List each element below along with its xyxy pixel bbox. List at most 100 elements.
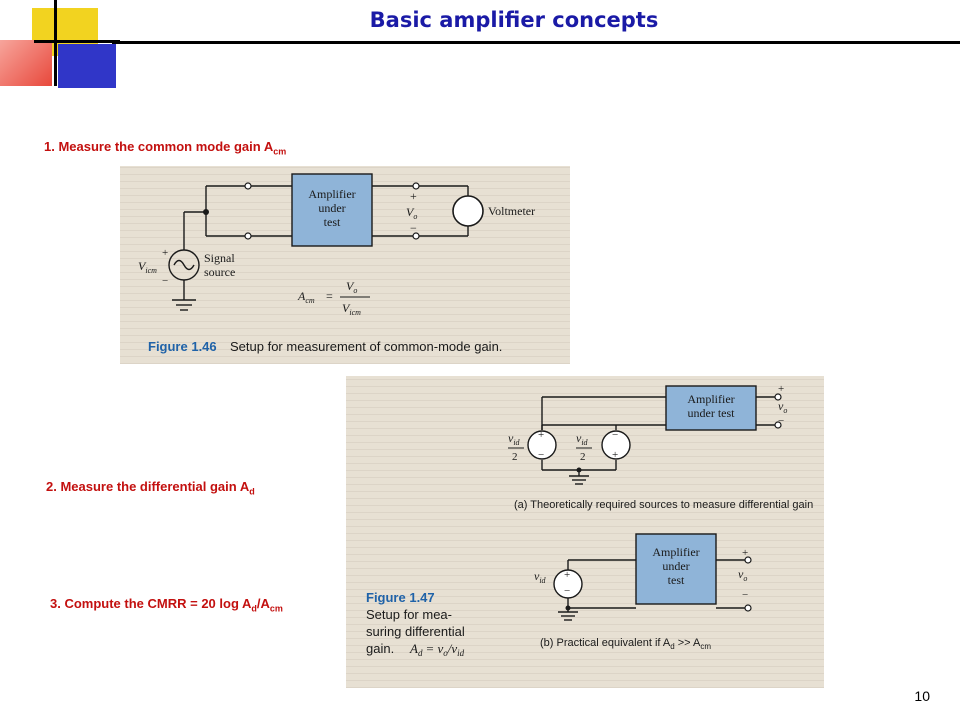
vid-a-v: v <box>508 431 514 445</box>
acm-equals: = <box>326 289 333 303</box>
vid-c-plus: + <box>564 569 570 581</box>
source-vid-b-icon <box>601 430 631 460</box>
src-plus: + <box>162 247 168 259</box>
vo-b-sub: o <box>743 574 747 583</box>
vo-sub: o <box>413 212 417 221</box>
vid-c-minus: − <box>564 585 570 597</box>
figure-1-47-scan: Amplifier under test Amplifier under tes… <box>346 376 824 688</box>
caption-a: (a) Theoretically required sources to me… <box>514 499 813 511</box>
step-3-sub: d <box>251 603 257 614</box>
fig147-caption-1: Setup for mea- <box>366 607 452 622</box>
caption-b-sub: d <box>670 642 674 651</box>
vid-a-label: vid <box>508 431 521 447</box>
vicm-v: V <box>138 259 147 273</box>
amplifier-a-box <box>665 385 757 431</box>
formula-div: /v <box>447 641 458 656</box>
source-vid-c-icon <box>553 569 583 599</box>
blue-square <box>58 44 116 88</box>
fig147-formula: Ad= vo/vid <box>409 641 465 658</box>
vid-b-minus: − <box>612 429 618 441</box>
fig146-label: Figure 1.46 <box>148 339 217 354</box>
step-2: 2. Measure the differential gain Ad <box>46 479 255 497</box>
figure-1-47-diagram: Amplifier under test Amplifier under tes… <box>366 383 813 658</box>
minus-sign: − <box>410 221 417 235</box>
amp-line-2: under <box>318 201 345 215</box>
caption-b-sub2: cm <box>700 642 711 651</box>
caption-b: (b) Practical equivalent if Ad >> Acm <box>540 637 711 651</box>
step-3-mid: /A <box>256 596 270 611</box>
vid-a-sub: id <box>513 438 520 447</box>
formula-sub: d <box>418 648 423 658</box>
formula-o: o <box>443 648 448 658</box>
step-1: 1. Measure the common mode gain Acm <box>44 139 286 157</box>
vid-b-two: 2 <box>580 451 586 463</box>
vid-c-v: v <box>534 569 540 583</box>
slide-title: Basic amplifier concepts <box>369 8 659 32</box>
vo-b-v: v <box>738 567 744 581</box>
amp-line-3: test <box>324 215 341 229</box>
amp-line-1: Amplifier <box>308 187 355 201</box>
den-v: V <box>342 301 351 315</box>
figure-1-46-diagram: Amplifier under test Voltmeter + Vo − + … <box>138 173 535 354</box>
vid-a-plus: + <box>538 429 544 441</box>
num-sub: o <box>353 286 357 295</box>
fig146-caption: Setup for measurement of common-mode gai… <box>230 339 502 354</box>
caption-b-text: (b) Practical equivalent if A <box>540 637 671 649</box>
corner-decoration <box>0 0 120 90</box>
vid-b-v: v <box>576 431 582 445</box>
source-vid-a-icon <box>527 430 557 460</box>
amp-b-line-1: Amplifier <box>652 545 699 559</box>
vid-c-label: vid <box>534 569 547 585</box>
step-1-sub: cm <box>273 146 287 157</box>
acm-a: A <box>297 289 306 303</box>
vid-a-minus: − <box>538 449 544 461</box>
fig147-caption-2: suring differential <box>366 624 465 639</box>
fig147-label: Figure 1.47 <box>366 590 435 605</box>
vo-a-plus: + <box>778 383 784 395</box>
vid-b-sub: id <box>581 438 588 447</box>
amp-a-line-1: Amplifier <box>687 392 734 406</box>
voltmeter-label: Voltmeter <box>488 204 535 218</box>
page-number: 10 <box>914 688 930 704</box>
vo-a-label: vo <box>778 399 787 415</box>
amplifier-box <box>291 173 373 247</box>
vertical-line <box>54 0 57 86</box>
caption-b-rest: >> A <box>678 637 701 649</box>
vicm-sub: icm <box>145 266 157 275</box>
num-v: V <box>346 279 355 293</box>
acm-denominator: Vicm <box>342 301 361 317</box>
red-square <box>0 40 52 86</box>
formula-rest: = v <box>425 641 443 656</box>
signal-line-2: source <box>204 265 235 279</box>
amp-b-line-2: under <box>662 559 689 573</box>
acm-sub: cm <box>305 296 315 305</box>
signal-line-1: Signal <box>204 251 235 265</box>
vid-b-plus: + <box>612 449 618 461</box>
plus-sign: + <box>410 189 417 203</box>
vo-label: Vo <box>406 205 417 221</box>
formula-id: id <box>457 648 465 658</box>
formula-a: A <box>409 641 418 656</box>
acm-numerator: Vo <box>346 279 357 295</box>
step-2-sub: d <box>249 486 255 497</box>
step-2-text: 2. Measure the differential gain A <box>46 479 250 494</box>
vo-a-minus: − <box>778 415 784 427</box>
den-sub: icm <box>349 308 361 317</box>
vicm-label: Vicm <box>138 259 157 275</box>
vid-b-label: vid <box>576 431 589 447</box>
voltmeter-icon <box>452 195 484 227</box>
step-1-text: 1. Measure the common mode gain A <box>44 139 274 154</box>
vo-v: V <box>406 205 415 219</box>
vid-a-two: 2 <box>512 451 518 463</box>
title-rule <box>112 41 960 44</box>
fig147-caption-3: gain. <box>366 641 394 656</box>
vo-b-label: vo <box>738 567 747 583</box>
step-3-sub2: cm <box>269 603 283 614</box>
horizontal-line <box>34 40 120 43</box>
vo-b-plus: + <box>742 547 748 559</box>
acm-label: Acm <box>297 289 315 305</box>
vo-b-minus: − <box>742 589 748 601</box>
amplifier-b-box <box>635 533 717 605</box>
amp-a-line-2: under test <box>688 406 736 420</box>
vid-c-sub: id <box>539 576 546 585</box>
